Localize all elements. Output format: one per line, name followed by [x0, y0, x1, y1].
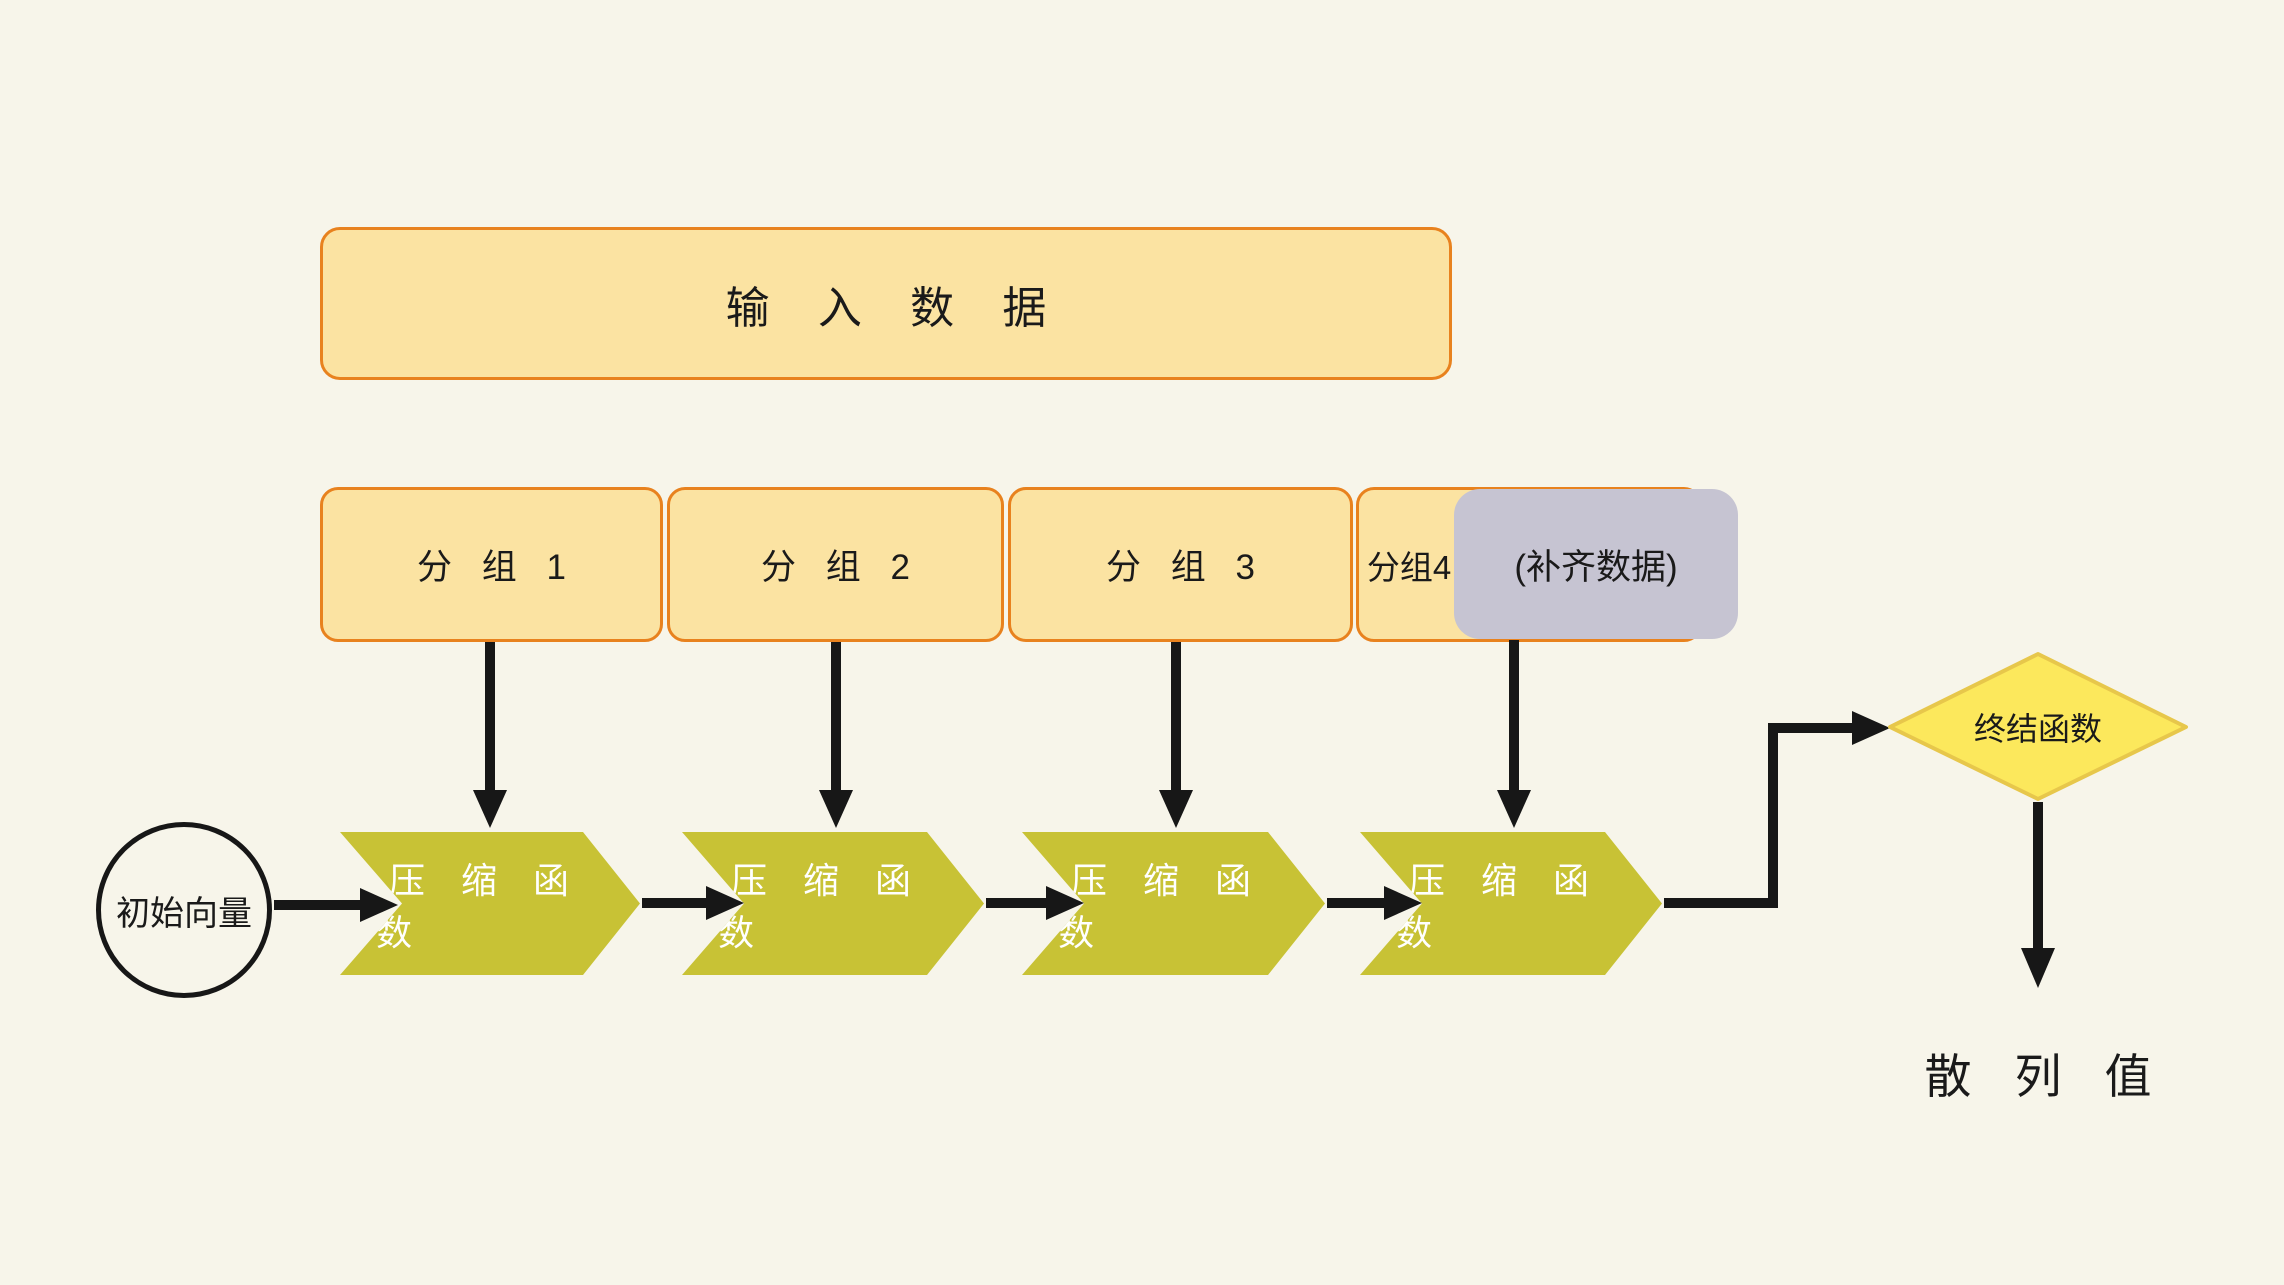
compression-function-4-label: 压 缩 函 数 — [1396, 859, 1603, 953]
arrow-group3-to-cf3 — [1159, 642, 1193, 828]
arrow-cf2-to-cf3 — [986, 886, 1084, 920]
hash-value-label: 散 列 值 — [1924, 1050, 2167, 1103]
arrow-cf4-to-finalization — [1664, 711, 1890, 908]
initial-vector-label: 初始向量 — [116, 894, 252, 933]
group-2-box: 分 组 2 — [667, 487, 1004, 642]
arrow-finalization-to-hash — [2021, 802, 2055, 988]
arrow-iv-to-cf1 — [274, 888, 398, 922]
finalization-label: 终结函数 — [1973, 711, 2102, 747]
group-3-box: 分 组 3 — [1008, 487, 1353, 642]
arrow-group2-to-cf2 — [819, 642, 853, 828]
padding-data-label: (补齐数据) — [1514, 547, 1678, 587]
compression-function-3-label: 压 缩 函 数 — [1058, 859, 1265, 953]
group-3-label: 分 组 3 — [1106, 548, 1265, 587]
arrow-group1-to-cf1 — [473, 642, 507, 828]
compression-function-3: 压 缩 函 数 — [1022, 832, 1325, 975]
compression-function-4: 压 缩 函 数 — [1360, 832, 1662, 975]
arrow-cf1-to-cf2 — [642, 886, 744, 920]
arrow-group4-to-cf4 — [1497, 640, 1531, 828]
initial-vector-circle: 初始向量 — [96, 822, 272, 998]
input-data-box: 输 入 数 据 — [320, 227, 1452, 380]
group-4-label: 分组4 — [1366, 548, 1452, 586]
compression-function-2: 压 缩 函 数 — [682, 832, 984, 975]
compression-function-1-label: 压 缩 函 数 — [376, 859, 583, 953]
padding-data-box: (补齐数据) — [1454, 489, 1738, 639]
compression-function-2-label: 压 缩 函 数 — [718, 859, 925, 953]
group-2-label: 分 组 2 — [761, 548, 920, 587]
group-1-box: 分 组 1 — [320, 487, 663, 642]
group-1-label: 分 组 1 — [417, 548, 576, 587]
arrow-cf3-to-cf4 — [1327, 886, 1422, 920]
compression-function-1: 压 缩 函 数 — [340, 832, 640, 975]
input-data-label: 输 入 数 据 — [725, 283, 1065, 333]
